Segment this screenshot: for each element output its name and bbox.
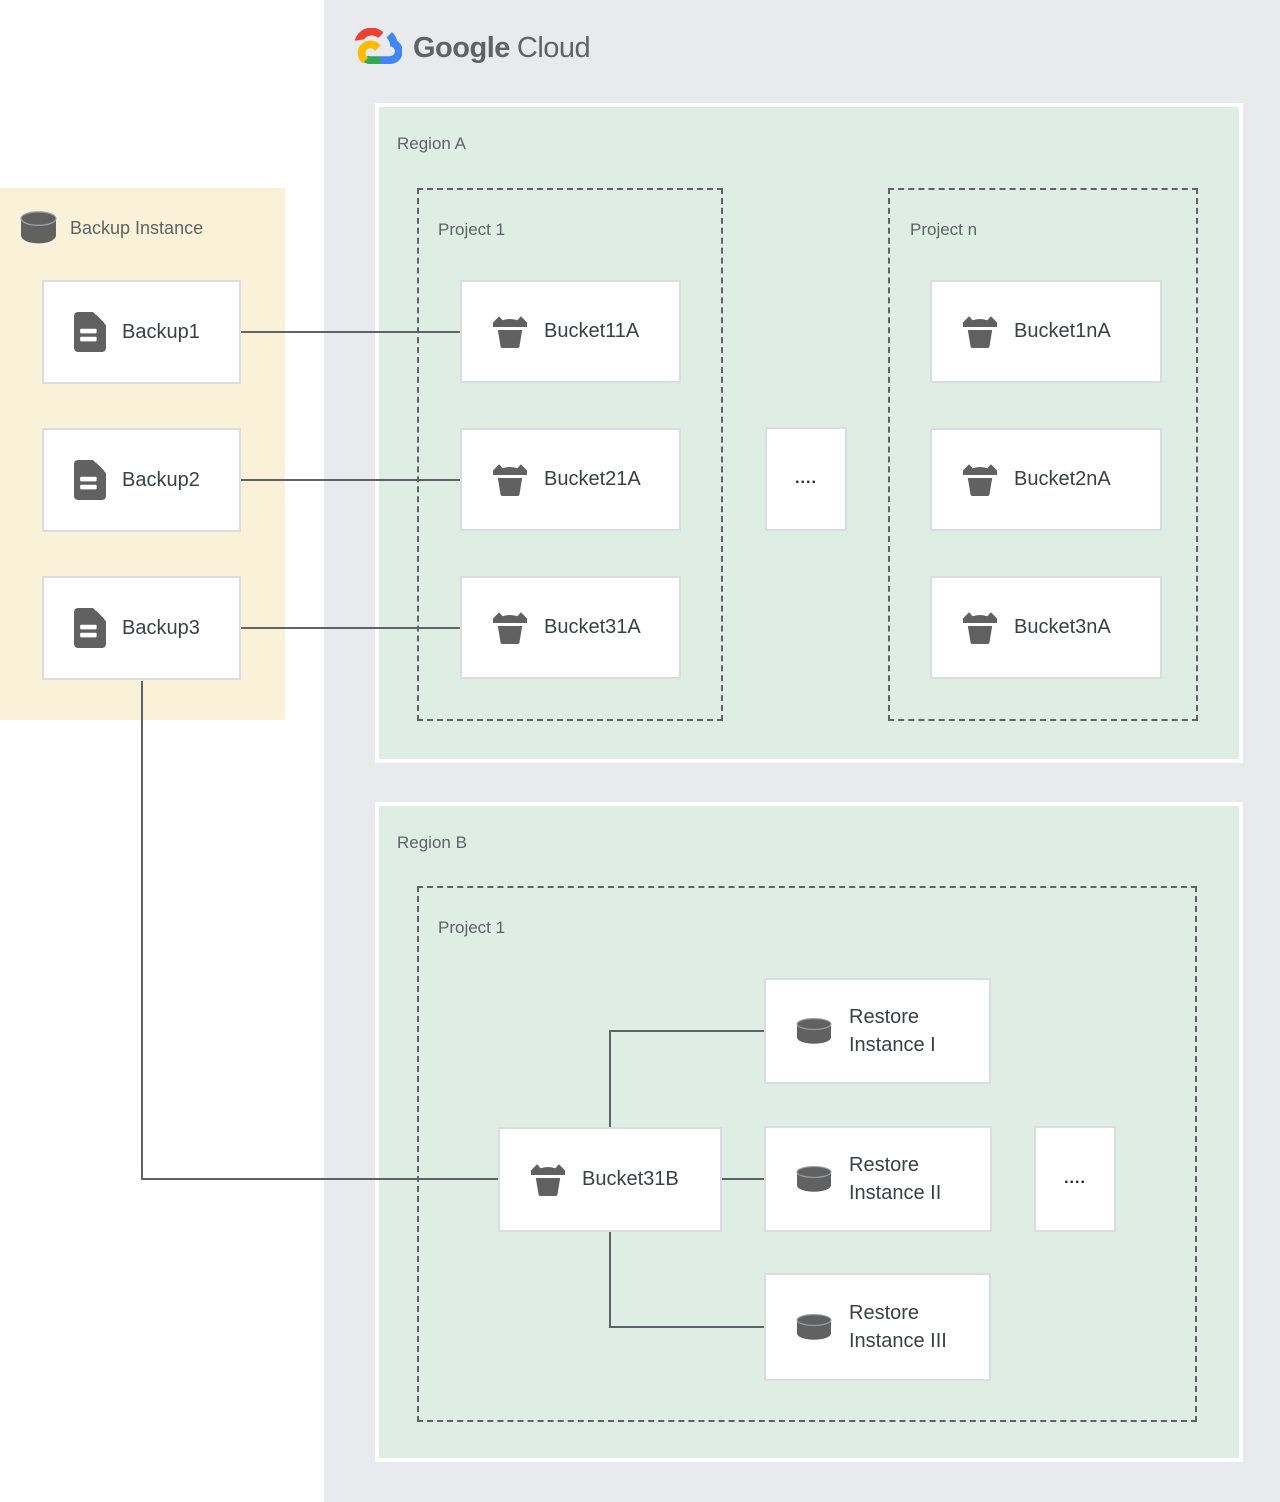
bucket21a-label: Bucket21A xyxy=(544,468,641,490)
backup3-label: Backup3 xyxy=(122,616,200,639)
restore-line2: Instance III xyxy=(849,1330,947,1352)
restore-line1: Restore xyxy=(849,1302,920,1324)
bucket3na-node: Bucket3nA xyxy=(930,576,1162,679)
region-b-ellipsis-box: .... xyxy=(1034,1126,1116,1232)
region-a-project-n xyxy=(888,188,1198,721)
logo-word-google: Google xyxy=(413,31,510,64)
document-icon xyxy=(74,608,106,648)
database-icon xyxy=(796,1165,832,1193)
bucket11a-node: Bucket11A xyxy=(460,280,681,383)
bucket31a-node: Bucket31A xyxy=(460,576,681,679)
bucket1na-label: Bucket1nA xyxy=(1014,320,1111,342)
bucket3na-label: Bucket3nA xyxy=(1014,616,1111,638)
bucket2na-node: Bucket2nA xyxy=(930,428,1162,531)
document-icon xyxy=(74,312,106,352)
region-a-ellipsis-box: .... xyxy=(765,427,847,531)
bucket1na-node: Bucket1nA xyxy=(930,280,1162,383)
ellipsis-label: .... xyxy=(795,470,817,487)
backup1-label: Backup1 xyxy=(122,320,200,343)
region-a-project-1-label: Project 1 xyxy=(438,220,506,239)
document-icon xyxy=(74,460,106,500)
restore-line1: Restore xyxy=(849,1154,920,1176)
bucket-icon xyxy=(492,315,528,349)
ellipsis-label: .... xyxy=(1064,1170,1086,1187)
restore-line2: Instance I xyxy=(849,1034,936,1056)
region-a-project-1 xyxy=(417,188,723,721)
backup3-node: Backup3 xyxy=(42,576,241,680)
backup1-node: Backup1 xyxy=(42,280,241,384)
bucket-icon xyxy=(962,463,998,497)
restore-line1: Restore xyxy=(849,1006,920,1028)
database-icon xyxy=(20,211,57,245)
bucket-icon xyxy=(530,1163,566,1197)
bucket-icon xyxy=(492,611,528,645)
region-b-project-1-label: Project 1 xyxy=(438,918,506,937)
region-b-label: Region B xyxy=(397,833,467,852)
bucket-icon xyxy=(962,315,998,349)
google-cloud-icon xyxy=(352,27,402,69)
bucket2na-label: Bucket2nA xyxy=(1014,468,1111,490)
region-a-project-n-label: Project n xyxy=(910,220,978,239)
backup2-label: Backup2 xyxy=(122,468,200,491)
bucket21a-node: Bucket21A xyxy=(460,428,681,531)
restore-line2: Instance II xyxy=(849,1182,942,1204)
logo-word-cloud: Cloud xyxy=(516,31,591,64)
region-a-label: Region A xyxy=(397,134,466,153)
bucket31b-label: Bucket31B xyxy=(582,1168,679,1190)
database-icon xyxy=(796,1313,832,1341)
bucket-icon xyxy=(962,611,998,645)
bucket31a-label: Bucket31A xyxy=(544,616,641,638)
database-icon xyxy=(796,1017,832,1045)
bucket-icon xyxy=(492,463,528,497)
bucket11a-label: Bucket11A xyxy=(544,320,640,342)
backup-instance-title: Backup Instance xyxy=(70,217,204,238)
backup2-node: Backup2 xyxy=(42,428,241,532)
bucket31b-node: Bucket31B xyxy=(498,1127,722,1232)
backup-instance-header: Backup Instance xyxy=(20,211,203,245)
